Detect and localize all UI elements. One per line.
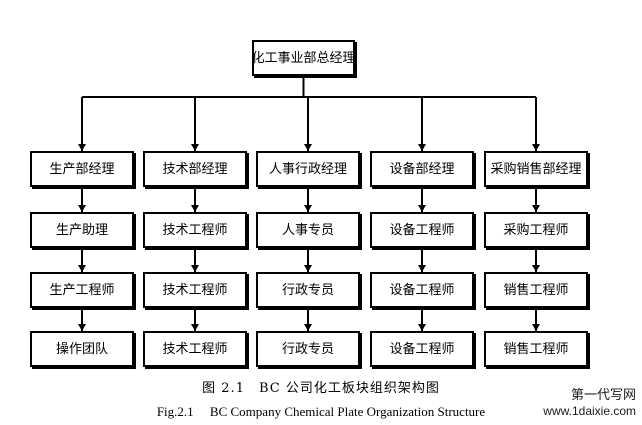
node-technology-1: 技术部经理 xyxy=(143,151,247,187)
figure-caption-en: Fig.2.1 BC Company Chemical Plate Organi… xyxy=(156,404,486,419)
root-node: 化工事业部总经理 xyxy=(252,40,356,76)
arrow-purchasing-sales-1 xyxy=(532,205,540,212)
node-technology-3: 技术工程师 xyxy=(143,272,247,308)
arrow-equipment-2 xyxy=(418,265,426,272)
node-hr-3: 行政专员 xyxy=(256,272,360,308)
node-purchasing-sales-2: 采购工程师 xyxy=(484,212,588,248)
arrow-purchasing-sales-2 xyxy=(532,265,540,272)
drop-arrow-production xyxy=(78,144,86,151)
node-technology-4: 技术工程师 xyxy=(143,331,247,367)
drop-arrow-hr xyxy=(304,144,312,151)
drop-arrow-equipment xyxy=(418,144,426,151)
arrow-hr-2 xyxy=(304,265,312,272)
arrow-equipment-3 xyxy=(418,324,426,331)
drop-arrow-technology xyxy=(191,144,199,151)
arrow-production-1 xyxy=(78,205,86,212)
node-purchasing-sales-1: 采购销售部经理 xyxy=(484,151,588,187)
figure-caption-zh: 图 2.1 BC 公司化工板块组织架构图 xyxy=(202,381,440,396)
arrow-hr-3 xyxy=(304,324,312,331)
arrow-equipment-1 xyxy=(418,205,426,212)
arrow-technology-2 xyxy=(191,265,199,272)
node-production-1: 生产部经理 xyxy=(30,151,134,187)
node-equipment-3: 设备工程师 xyxy=(370,272,474,308)
node-equipment-1: 设备部经理 xyxy=(370,151,474,187)
watermark: 第一代写网 www.1daixie.com xyxy=(506,388,636,418)
drop-arrow-purchasing-sales xyxy=(532,144,540,151)
node-hr-4: 行政专员 xyxy=(256,331,360,367)
node-technology-2: 技术工程师 xyxy=(143,212,247,248)
watermark-text: 第一代写网 xyxy=(570,388,636,403)
node-production-4: 操作团队 xyxy=(30,331,134,367)
node-equipment-4: 设备工程师 xyxy=(370,331,474,367)
node-purchasing-sales-3: 销售工程师 xyxy=(484,272,588,308)
arrow-production-2 xyxy=(78,265,86,272)
node-hr-2: 人事专员 xyxy=(256,212,360,248)
arrow-production-3 xyxy=(78,324,86,331)
node-equipment-2: 设备工程师 xyxy=(370,212,474,248)
watermark-url: www.1daixie.com xyxy=(543,403,636,418)
node-production-3: 生产工程师 xyxy=(30,272,134,308)
node-purchasing-sales-4: 销售工程师 xyxy=(484,331,588,367)
node-hr-1: 人事行政经理 xyxy=(256,151,360,187)
arrow-technology-1 xyxy=(191,205,199,212)
arrow-hr-1 xyxy=(304,205,312,212)
arrow-technology-3 xyxy=(191,324,199,331)
arrow-purchasing-sales-3 xyxy=(532,324,540,331)
node-production-2: 生产助理 xyxy=(30,212,134,248)
